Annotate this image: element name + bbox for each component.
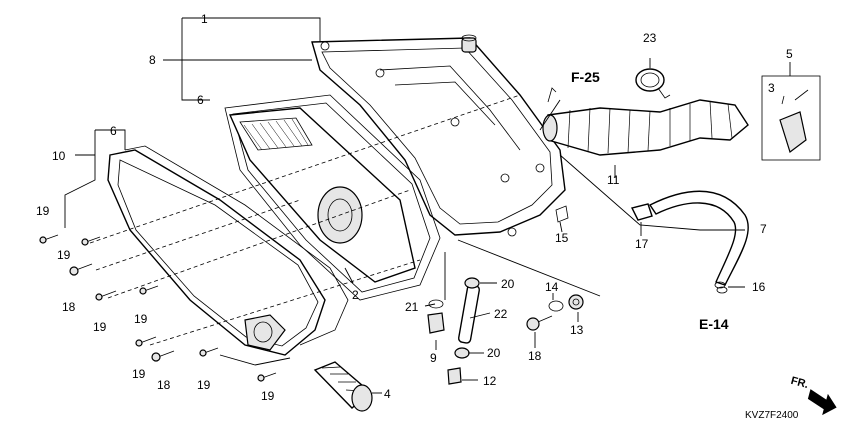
callout-20-lower: 20	[487, 346, 501, 360]
inlet-pipe	[313, 361, 373, 412]
fasteners-right	[526, 294, 584, 331]
callout-7: 7	[760, 222, 767, 236]
callout-19-g: 19	[261, 389, 275, 403]
reference-f25: F-25	[571, 69, 600, 85]
reference-e14: E-14	[699, 316, 729, 332]
drain-hose	[648, 190, 749, 289]
callout-19-c: 19	[93, 320, 107, 334]
callout-8: 8	[149, 53, 156, 67]
callout-3: 3	[768, 81, 775, 95]
callout-18-left: 18	[62, 300, 76, 314]
hose-clamp-23	[635, 68, 671, 99]
callout-23: 23	[643, 31, 657, 45]
air-cleaner-case	[311, 37, 566, 237]
callout-18-right: 18	[528, 349, 542, 363]
gasket-upper	[224, 94, 441, 301]
screws-left	[39, 234, 277, 382]
direction-label: FR.	[789, 375, 809, 391]
callout-6-upper: 6	[197, 93, 204, 107]
callout-labels: 1 8 6 6 10 23 5 3 F-25 11 7 17 15 16 E-1…	[36, 12, 810, 421]
leader-lines	[64, 17, 791, 394]
callout-20-upper: 20	[501, 277, 515, 291]
air-cleaner-cover	[107, 149, 326, 356]
intake-duct	[542, 99, 749, 156]
air-cleaner-element	[228, 107, 416, 283]
drain-tube-assembly	[427, 277, 481, 385]
callout-15: 15	[555, 231, 569, 245]
callout-4: 4	[384, 387, 391, 401]
callout-2: 2	[352, 288, 359, 302]
callout-19-d: 19	[134, 312, 148, 326]
diagram-code: KVZ7F2400	[745, 410, 799, 421]
callout-10: 10	[52, 149, 66, 163]
callout-22: 22	[494, 307, 508, 321]
clip-15	[555, 205, 569, 223]
callout-11: 11	[607, 173, 620, 187]
callout-13: 13	[570, 323, 584, 337]
clip-17	[630, 203, 653, 221]
callout-19-e: 19	[132, 367, 146, 381]
gasket-lower	[124, 145, 349, 346]
callout-18-mid: 18	[157, 378, 171, 392]
callout-12: 12	[483, 374, 497, 388]
callout-17: 17	[635, 237, 649, 251]
callout-1: 1	[201, 12, 208, 26]
callout-19-b: 19	[57, 248, 71, 262]
band-screw-assembly	[761, 75, 821, 161]
hose-clip-16	[716, 286, 728, 294]
callout-21: 21	[405, 300, 419, 314]
callout-6-lower: 6	[110, 124, 117, 138]
fr-arrow-icon	[807, 389, 837, 416]
callout-14: 14	[545, 280, 559, 294]
callout-19-a: 19	[36, 204, 50, 218]
f25-arrow	[547, 87, 557, 103]
callout-16: 16	[752, 280, 766, 294]
callout-19-f: 19	[197, 378, 211, 392]
callout-9: 9	[430, 351, 437, 365]
callout-5: 5	[786, 47, 793, 61]
grommet-part	[461, 34, 477, 53]
